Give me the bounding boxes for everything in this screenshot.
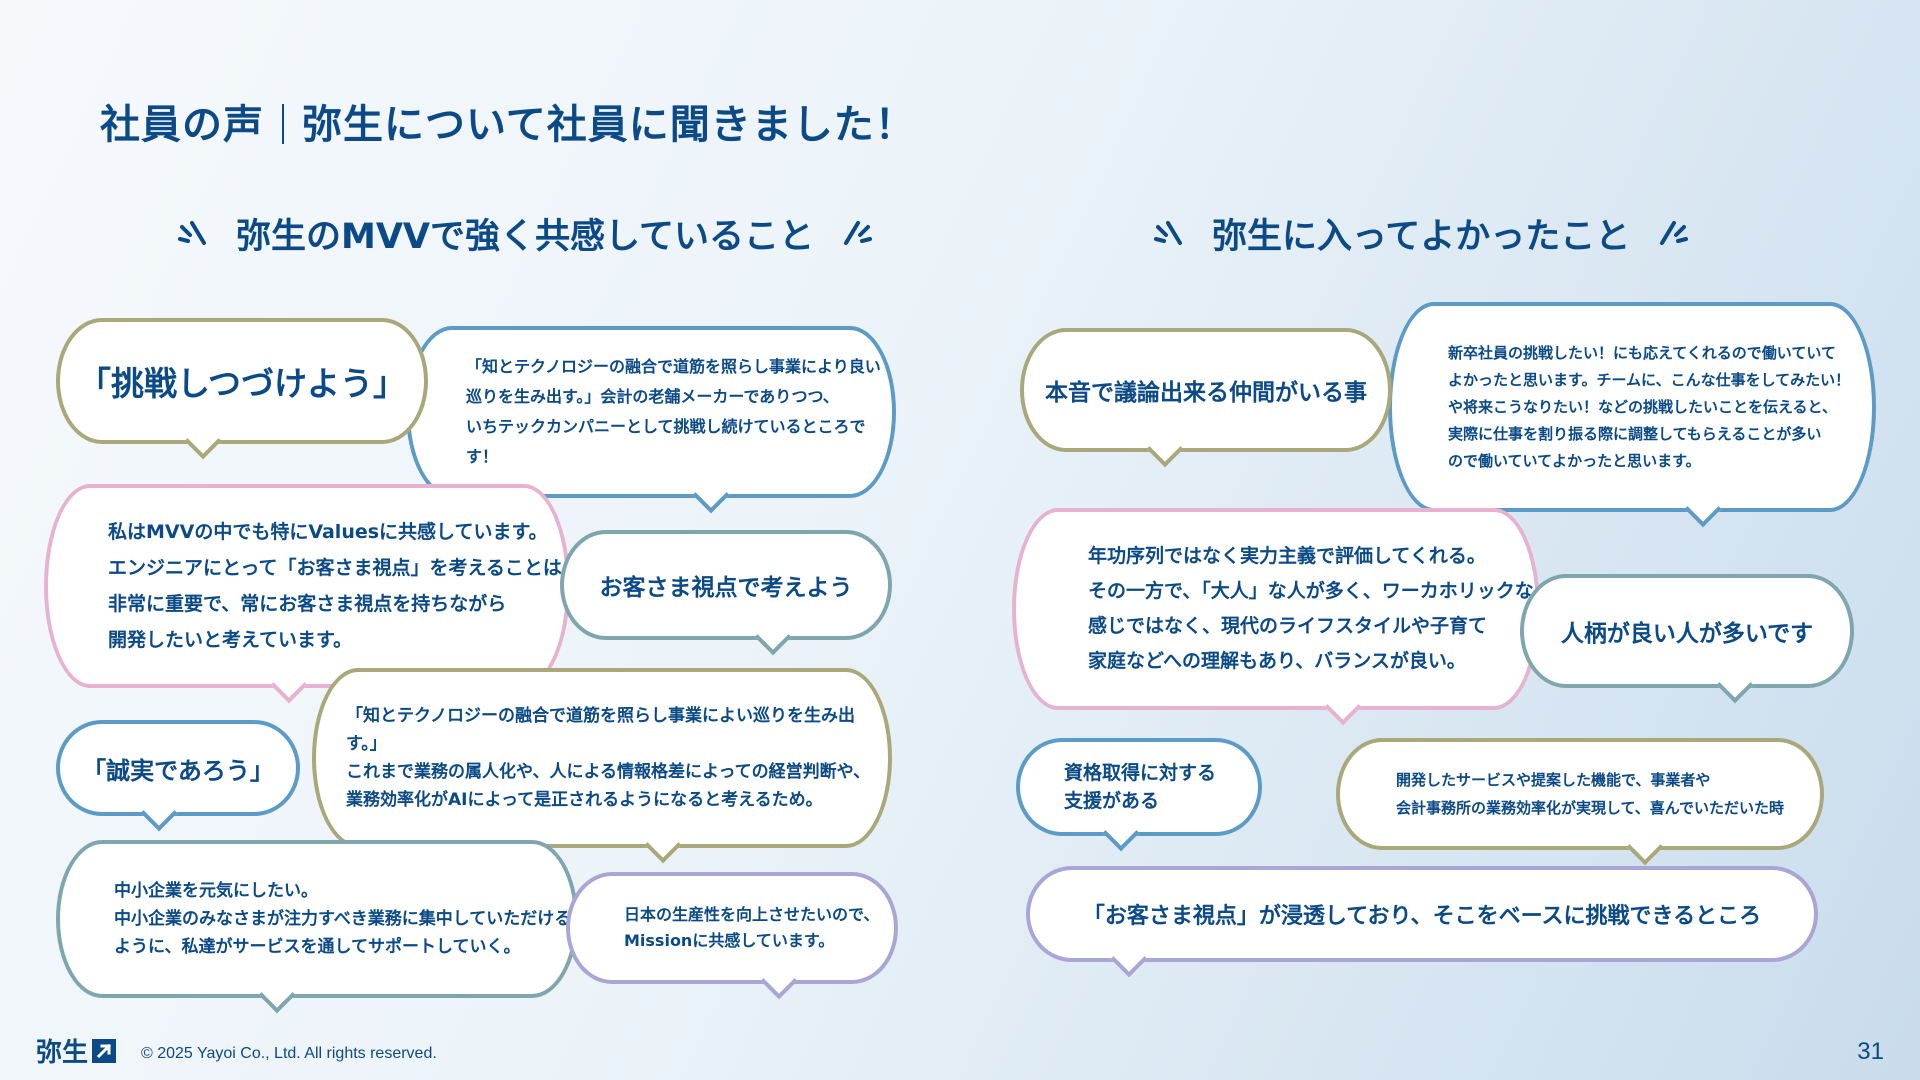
right-section-heading: 弥生に入ってよかったこと <box>1152 208 1690 259</box>
speech-bubble-certification-support: 資格取得に対する 支援がある <box>1016 738 1262 852</box>
bubble-text: 私はMVVの中でも特にValuesに共感しています。 エンジニアにとって「お客さ… <box>108 521 562 651</box>
bubble-text: 開発したサービスや提案した機能で、事業者や 会計事務所の業務効率化が実現して、喜… <box>1396 771 1785 817</box>
yayoi-logo: 弥生 <box>36 1032 117 1069</box>
bubble-tail <box>1324 688 1362 726</box>
emphasis-left-icon <box>1154 220 1182 245</box>
bubble-tail <box>270 666 308 704</box>
speech-bubble-sme: 中小企業を元気にしたい。 中小企業のみなさまが注力すべき業務に集中していただける… <box>56 840 578 1014</box>
left-section-heading-text: 弥生のMVVで強く共感していること <box>236 217 814 257</box>
speech-bubble-ai-quote: 「知とテクノロジーの融合で道筋を照らし事業によい巡りを生み出す。」 これまで業務… <box>312 668 892 864</box>
speech-bubble-customer-perspective: 「お客さま視点」が浸透しており、そこをベースに挑戦できるところ <box>1026 866 1818 978</box>
bubble-tail <box>1102 814 1140 852</box>
bubble-text: 中小企業を元気にしたい。 中小企業のみなさまが注力すべき業務に集中していただける… <box>114 881 572 957</box>
emphasis-left-icon <box>178 220 206 245</box>
bubble-text: 「知とテクノロジーの融合で道筋を照らし事業により良い 巡りを生み出す。」会計の老… <box>466 357 881 466</box>
bubble-text: 本音で議論出来る仲間がいる事 <box>1045 380 1367 406</box>
bubble-text: 年功序列ではなく実力主義で評価してくれる。 その一方で、「大人」な人が多く、ワー… <box>1088 545 1534 672</box>
bubble-text: 「挑戦しつづけよう」 <box>77 364 407 403</box>
speech-bubble-productivity: 日本の生産性を向上させたいので、 Missionに共感しています。 <box>566 872 898 1000</box>
speech-bubble-good-people: 人柄が良い人が多いです <box>1520 574 1854 704</box>
logo-text: 弥生 <box>36 1038 89 1068</box>
bubble-tail <box>754 618 792 656</box>
speech-bubble-service-impact: 開発したサービスや提案した機能で、事業者や 会計事務所の業務効率化が実現して、喜… <box>1336 738 1824 866</box>
left-section-heading: 弥生のMVVで強く共感していること <box>176 208 874 259</box>
bubble-text: 「お客さま視点」が浸透しており、そこをベースに挑戦できるところ <box>1082 904 1762 929</box>
bubble-tail <box>140 794 178 832</box>
bubble-tail <box>760 962 798 1000</box>
title-divider <box>282 104 284 144</box>
page-title-left: 社員の声 <box>100 102 264 148</box>
page-number: 31 <box>1857 1038 1884 1065</box>
page-title-right: 弥生について社員に聞きました！ <box>302 102 916 148</box>
arrow-up-right-box-icon <box>92 1038 117 1063</box>
bubble-tail <box>258 976 296 1014</box>
bubble-tail <box>1716 666 1754 704</box>
speech-bubble-values: 私はMVVの中でも特にValuesに共感しています。 エンジニアにとって「お客さ… <box>44 484 570 704</box>
speech-bubble-challenge: 「挑戦しつづけよう」 <box>56 318 428 460</box>
bubble-tail <box>1626 828 1664 866</box>
bubble-tail <box>692 476 730 514</box>
bubble-tail <box>1684 490 1722 528</box>
speech-bubble-honest-colleagues: 本音で議論出来る仲間がいる事 <box>1020 328 1392 468</box>
bubble-tail <box>644 826 682 864</box>
speech-bubble-customer-view: お客さま視点で考えよう <box>560 530 892 656</box>
emphasis-right-icon <box>843 220 872 245</box>
bubble-text: お客さま視点で考えよう <box>599 575 853 601</box>
page-title: 社員の声弥生について社員に聞きました！ <box>100 92 916 150</box>
bubble-tail <box>184 422 222 460</box>
bubble-text: 資格取得に対する 支援がある <box>1064 762 1217 812</box>
speech-bubble-integrity: 「誠実であろう」 <box>56 720 300 832</box>
emphasis-right-icon <box>1660 220 1689 245</box>
right-section-heading-text: 弥生に入ってよかったこと <box>1212 217 1631 257</box>
speech-bubble-mission-quote: 「知とテクノロジーの融合で道筋を照らし事業により良い 巡りを生み出す。」会計の老… <box>406 326 896 514</box>
speech-bubble-merit-evaluation: 年功序列ではなく実力主義で評価してくれる。 その一方で、「大人」な人が多く、ワー… <box>1012 508 1540 726</box>
bubble-tail <box>1146 430 1184 468</box>
copyright: © 2025 Yayoi Co., Ltd. All rights reserv… <box>141 1045 437 1062</box>
bubble-text: 新卒社員の挑戦したい！にも応えてくれるので働いていて よかったと思います。チーム… <box>1448 343 1851 470</box>
bubble-text: 「誠実であろう」 <box>82 756 274 785</box>
speech-bubble-new-grad: 新卒社員の挑戦したい！にも応えてくれるので働いていて よかったと思います。チーム… <box>1388 302 1876 528</box>
bubble-text: 日本の生産性を向上させたいので、 Missionに共感しています。 <box>624 905 880 950</box>
bubble-tail <box>1110 940 1148 978</box>
bubble-text: 人柄が良い人が多いです <box>1560 621 1814 647</box>
bubble-text: 「知とテクノロジーの融合で道筋を照らし事業によい巡りを生み出す。」 これまで業務… <box>346 706 871 810</box>
